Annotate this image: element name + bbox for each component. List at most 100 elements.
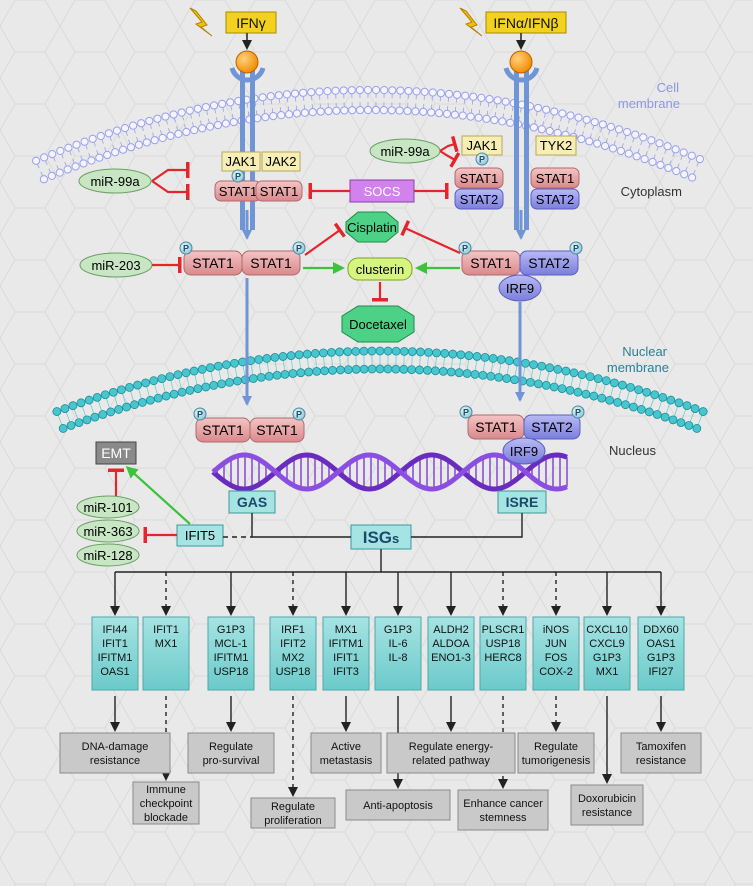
svg-text:miR-99a: miR-99a [90,174,140,189]
mir128: miR-128 [76,543,140,567]
stat1-monomer-left: STAT1 [214,180,262,202]
ifng-receptor [229,50,266,230]
ifng-ligand-ball [235,50,259,74]
jak1-left-text: JAK1 [225,154,256,169]
gene-label: IFIT3 [333,666,359,678]
outcome-label: checkpoint [140,798,193,810]
outcome-label: blockade [144,812,188,824]
nucleus-label: Nucleus [609,443,656,458]
phospho-icon: P [458,241,472,255]
docetaxel-octagon [341,305,415,343]
stat1-dimer-nucleus: STAT1 STAT1 [195,417,305,443]
ifit5-label: IFIT5 [185,528,215,543]
svg-text:P: P [296,410,302,420]
svg-text:STAT1: STAT1 [260,184,299,199]
gene-label: DDX60 [643,624,678,636]
stat1-monomer-tyk: STAT1 [530,167,580,189]
gene-label: G1P3 [217,624,245,636]
outcome-label: tumorigenesis [522,755,591,767]
socs-label: SOCS [364,184,401,199]
gene-label: IFITM1 [329,638,364,650]
svg-text:IRF9: IRF9 [506,281,534,296]
outcome-label: proliferation [264,815,321,827]
inhibition-edges [108,135,461,543]
ifng-label-box [225,11,277,34]
svg-text:miR-128: miR-128 [83,548,132,563]
gene-label: iNOS [543,624,569,636]
gene-label: IFIT1 [102,638,128,650]
cisplatin-octagon [345,211,399,243]
phospho-icon: P [231,169,245,183]
stat1-stat2-dimer-nucleus: STAT1 STAT2 IRF9 [467,414,581,465]
svg-text:P: P [183,244,189,254]
lightning-icon [189,7,213,37]
phospho-icon: P [292,241,306,255]
ifnab-receptor [503,50,540,230]
gene-label: IFITM1 [214,652,249,664]
outcome-label: resistance [90,755,140,767]
outcome-label: Regulate [209,741,253,753]
ifng-label: IFNγ [236,15,266,31]
outcome-label: Regulate energy- [409,741,494,753]
gene-label: ALDH2 [433,624,468,636]
svg-text:P: P [197,410,203,420]
svg-text:STAT2: STAT2 [531,419,573,435]
promoter-links [223,513,523,538]
outcome-box: DNA-damage resistance [59,732,171,774]
gene-label: OAS1 [646,638,675,650]
stat1-monomer-mid: STAT1 [255,180,303,202]
phospho-icon: P [459,405,473,419]
stat1-stat2-dimer-cytoplasm: STAT1 STAT2 IRF9 [461,250,579,302]
svg-text:STAT1: STAT1 [536,171,575,186]
gene-label: IL-8 [389,652,408,664]
gene-label: CXCL10 [586,624,628,636]
gene-label: MCL-1 [214,638,247,650]
cytoplasm-label: Cytoplasm [621,184,682,199]
mir99a-left: miR-99a [78,168,152,194]
ifnab-label-box [485,11,567,34]
gene-label: ALDOA [432,638,470,650]
outcome-label: DNA-damage [82,741,149,753]
svg-text:STAT1: STAT1 [256,422,298,438]
gene-label: MX2 [282,652,305,664]
outcome-label: Tamoxifen [636,741,686,753]
cell-membrane-label-2: membrane [618,96,680,111]
stat2-monomer-left: STAT2 [454,188,504,210]
phospho-icon: P [292,407,306,421]
outcome-label: Active [331,741,361,753]
svg-text:P: P [296,244,302,254]
gene-label: G1P3 [647,652,675,664]
outcome-label: Doxorubicin [578,793,636,805]
svg-text:IRF9: IRF9 [510,444,538,459]
gene-label: HERC8 [484,652,521,664]
svg-text:STAT1: STAT1 [250,255,292,271]
isre-label: ISRE [506,494,539,510]
phospho-icon: P [179,241,193,255]
stat2-monomer-tyk: STAT2 [530,188,580,210]
phospho-icon: P [193,407,207,421]
gene-label: USP18 [486,638,521,650]
phospho-icon: P [475,152,489,166]
svg-text:miR-363: miR-363 [83,524,132,539]
outcome-label: Regulate [534,741,578,753]
jak2-text: JAK2 [265,154,296,169]
svg-text:STAT1: STAT1 [202,422,244,438]
svg-text:P: P [479,155,485,165]
outcome-label: resistance [636,755,686,767]
clusterin-label: clusterin [356,262,404,277]
outcome-box: Anti-apoptosis [345,789,451,821]
nuclear-membrane-label-2: membrane [607,360,669,375]
gene-label: IFIT1 [333,652,359,664]
